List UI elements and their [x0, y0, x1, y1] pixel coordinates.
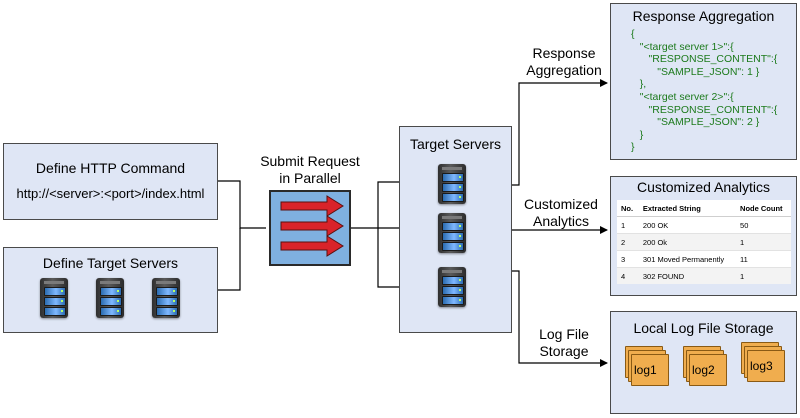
table-row: 4 302 FOUND 1	[617, 267, 791, 284]
json-line: "SAMPLE_JSON": 2 }	[631, 116, 760, 129]
json-line: }	[631, 128, 644, 141]
log-file-icon: log1	[625, 346, 669, 386]
log-file-storage-edge-label: Log File Storage	[539, 326, 589, 359]
server-icon	[152, 278, 180, 318]
define-http-command-title: Define HTTP Command	[35, 160, 186, 176]
to-response-aggregation-line	[512, 79, 608, 186]
log-file-name: log1	[634, 363, 657, 377]
analytics-table: No. Extracted String Node Count 1 200 OK…	[617, 200, 791, 284]
column-header: No.	[617, 200, 639, 217]
customized-analytics-title: Customized Analytics	[636, 179, 771, 195]
json-line: {	[631, 28, 635, 40]
table-cell: 1	[617, 216, 639, 234]
local-log-storage-title: Local Log File Storage	[633, 320, 774, 336]
response-json: { "<target server 1>":{ "RESPONSE_CONTEN…	[631, 28, 777, 154]
target-servers-title: Target Servers	[409, 136, 502, 152]
table-cell: 200 Ok	[638, 233, 737, 251]
json-line: "RESPONSE_CONTENT":{	[631, 103, 778, 116]
json-line: "<target server 2>":{	[631, 90, 734, 103]
log-file-icon: log3	[741, 342, 785, 382]
http-url: http://<server>:<port>/index.html	[16, 186, 205, 201]
customized-analytics-edge-label: Customized Analytics	[524, 196, 598, 229]
log-file-icon: log2	[683, 346, 727, 386]
json-line: },	[631, 78, 647, 91]
table-row: 1 200 OK 50	[617, 216, 791, 234]
table-cell: 11	[736, 250, 791, 268]
submit-request-box	[269, 190, 351, 266]
json-line: "<target server 1>":{	[631, 40, 734, 53]
table-cell: 4	[617, 267, 639, 284]
table-cell: 200 OK	[638, 216, 737, 234]
column-header: Node Count	[736, 200, 791, 217]
server-icon	[438, 164, 466, 204]
table-cell: 302 FOUND	[638, 267, 737, 284]
local-log-storage-box: Local Log File Storage log1 log2 log3	[610, 311, 797, 414]
http-to-submit-line	[218, 180, 266, 229]
targets-to-submit-line	[218, 228, 241, 291]
response-aggregation-title: Response Aggregation	[632, 8, 775, 24]
table-cell: 50	[736, 216, 791, 234]
table-header-row: No. Extracted String Node Count	[617, 200, 791, 217]
column-header: Extracted String	[638, 200, 737, 217]
json-line: "RESPONSE_CONTENT":{	[631, 53, 778, 66]
submit-request-label: Submit Request in Parallel	[260, 153, 360, 186]
response-aggregation-edge-label: Response Aggregation	[526, 45, 602, 78]
target-servers-box: Target Servers	[399, 126, 512, 333]
server-icon	[40, 278, 68, 318]
table-row: 2 200 Ok 1	[617, 233, 791, 251]
table-row: 3 301 Moved Permanently 11	[617, 250, 791, 268]
server-icon	[96, 278, 124, 318]
server-icon	[438, 213, 466, 253]
log-file-name: log3	[750, 359, 773, 373]
to-log-storage-line	[512, 270, 608, 367]
json-line: "SAMPLE_JSON": 1 }	[631, 65, 760, 78]
define-target-servers-title: Define Target Servers	[42, 255, 179, 271]
table-cell: 2	[617, 233, 639, 251]
define-http-command-box: Define HTTP Command http://<server>:<por…	[3, 143, 218, 220]
server-icon	[438, 267, 466, 307]
table-cell: 3	[617, 250, 639, 268]
parallel-arrows-icon	[280, 195, 344, 257]
log-file-name: log2	[692, 363, 715, 377]
json-line: }	[631, 141, 635, 154]
table-cell: 301 Moved Permanently	[638, 250, 737, 268]
define-target-servers-box: Define Target Servers	[3, 247, 218, 333]
table-cell: 1	[736, 267, 791, 284]
response-aggregation-box: Response Aggregation { "<target server 1…	[610, 3, 797, 160]
table-cell: 1	[736, 233, 791, 251]
